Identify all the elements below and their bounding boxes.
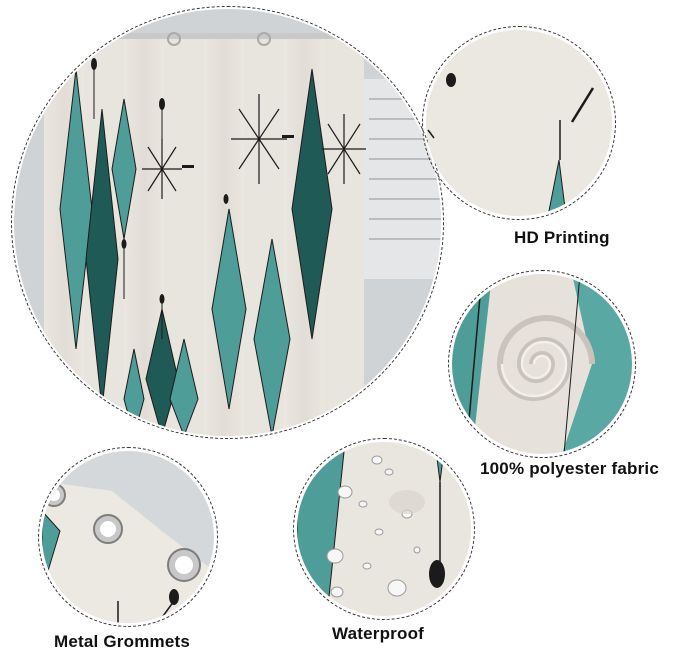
polyester-image — [452, 274, 632, 454]
curtain-pattern-graphic — [14, 9, 441, 436]
grommets-circle-frame — [38, 447, 218, 627]
waterproof-circle-frame — [293, 438, 475, 620]
hd-printing-closeup-graphic — [426, 30, 612, 216]
metal-grommets-graphic — [42, 451, 214, 623]
waterproof-image — [297, 442, 471, 616]
polyester-label: 100% polyester fabric — [480, 459, 660, 478]
waterproof-droplets-graphic — [297, 442, 471, 616]
waterproof-label: Waterproof — [332, 624, 425, 643]
grommets-label: Metal Grommets — [54, 632, 191, 651]
grommets-image — [42, 451, 214, 623]
hd-printing-image — [426, 30, 612, 216]
hd-printing-label: HD Printing — [514, 228, 610, 247]
hd-printing-circle-frame — [422, 26, 616, 220]
polyester-swirl-graphic — [452, 274, 632, 454]
polyester-circle-frame — [448, 270, 636, 458]
main-curtain-circle-frame — [11, 6, 444, 439]
main-curtain-image — [14, 9, 441, 436]
